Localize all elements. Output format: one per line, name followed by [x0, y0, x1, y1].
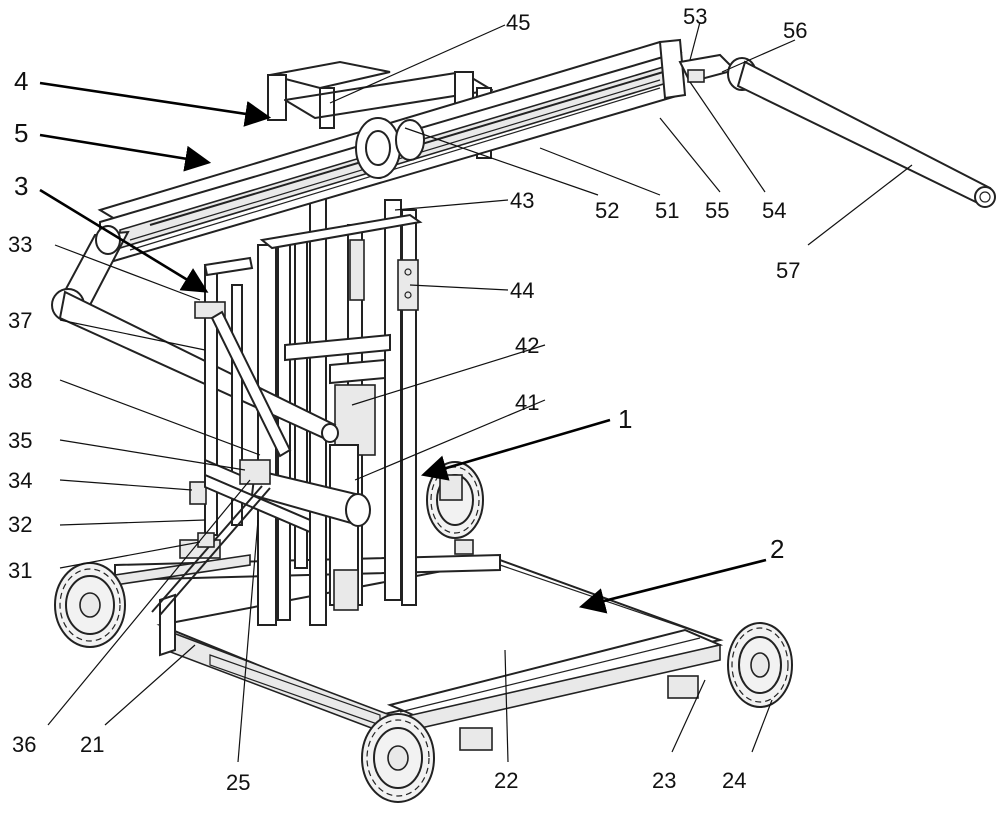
label-42: 42 — [515, 333, 539, 358]
label-44: 44 — [510, 278, 534, 303]
label-54: 54 — [762, 198, 786, 223]
label-51: 51 — [655, 198, 679, 223]
label-2: 2 — [770, 534, 784, 564]
label-36: 36 — [12, 732, 36, 757]
label-5: 5 — [14, 118, 28, 148]
label-52: 52 — [595, 198, 619, 223]
label-33: 33 — [8, 232, 32, 257]
label-56: 56 — [783, 18, 807, 43]
label-3: 3 — [14, 171, 28, 201]
label-57: 57 — [776, 258, 800, 283]
label-25: 25 — [226, 770, 250, 795]
label-38: 38 — [8, 368, 32, 393]
label-41: 41 — [515, 390, 539, 415]
label-34: 34 — [8, 468, 32, 493]
pointer-arrows — [39, 81, 767, 614]
label-35: 35 — [8, 428, 32, 453]
leader-lines — [47, 21, 913, 763]
label-1: 1 — [618, 404, 632, 434]
wheel-rear-left — [361, 713, 435, 803]
label-55: 55 — [705, 198, 729, 223]
label-45: 45 — [506, 10, 530, 35]
tool-rod — [678, 53, 996, 208]
label-23: 23 — [652, 768, 676, 793]
label-43: 43 — [510, 188, 534, 213]
wheel-front-left — [54, 562, 126, 648]
label-37: 37 — [8, 308, 32, 333]
label-31: 31 — [8, 558, 32, 583]
left-arm — [51, 225, 474, 616]
part-labels: 4 5 3 33 37 38 35 34 32 31 36 21 25 22 2… — [8, 4, 807, 795]
label-22: 22 — [494, 768, 518, 793]
wheel-rear-right — [727, 622, 793, 708]
label-53: 53 — [683, 4, 707, 29]
label-4: 4 — [14, 66, 28, 96]
horizontal-beam — [97, 38, 687, 267]
label-32: 32 — [8, 512, 32, 537]
base-frame — [114, 539, 724, 751]
lift-column — [257, 149, 423, 626]
label-24: 24 — [722, 768, 746, 793]
label-21: 21 — [80, 732, 104, 757]
